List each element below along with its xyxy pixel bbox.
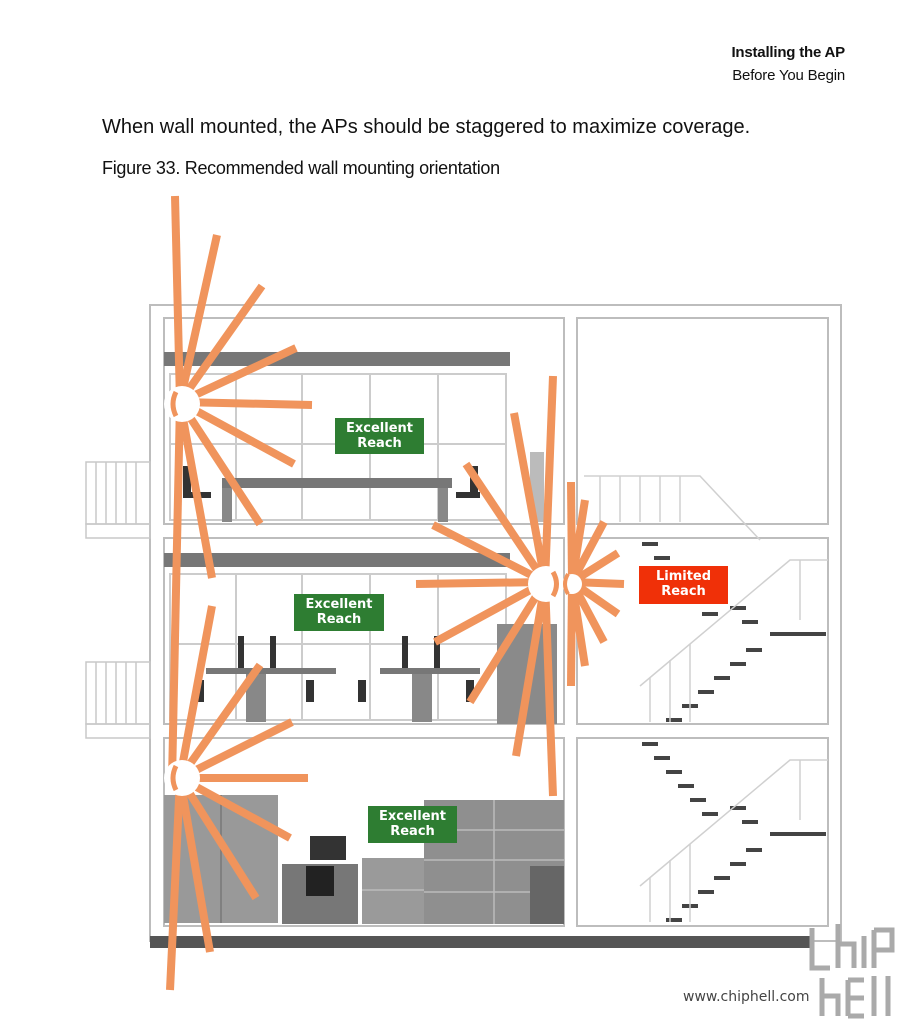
figure-caption: Figure 33. Recommended wall mounting ori… xyxy=(102,158,500,178)
header-title: Installing the AP xyxy=(731,44,845,61)
stair-railings xyxy=(584,475,828,922)
access-point-icons xyxy=(164,386,582,796)
balcony-railings xyxy=(85,461,151,739)
signal-rays xyxy=(166,195,625,991)
ground-floor-interior xyxy=(164,795,564,924)
body-text: When wall mounted, the APs should be sta… xyxy=(102,116,751,138)
watermark-site: www.chiphell.com xyxy=(683,989,810,1005)
header-subtitle: Before You Begin xyxy=(732,67,845,84)
watermark-logo xyxy=(809,924,895,1019)
middle-floor-interior xyxy=(164,553,557,724)
ground-slab xyxy=(150,936,810,948)
